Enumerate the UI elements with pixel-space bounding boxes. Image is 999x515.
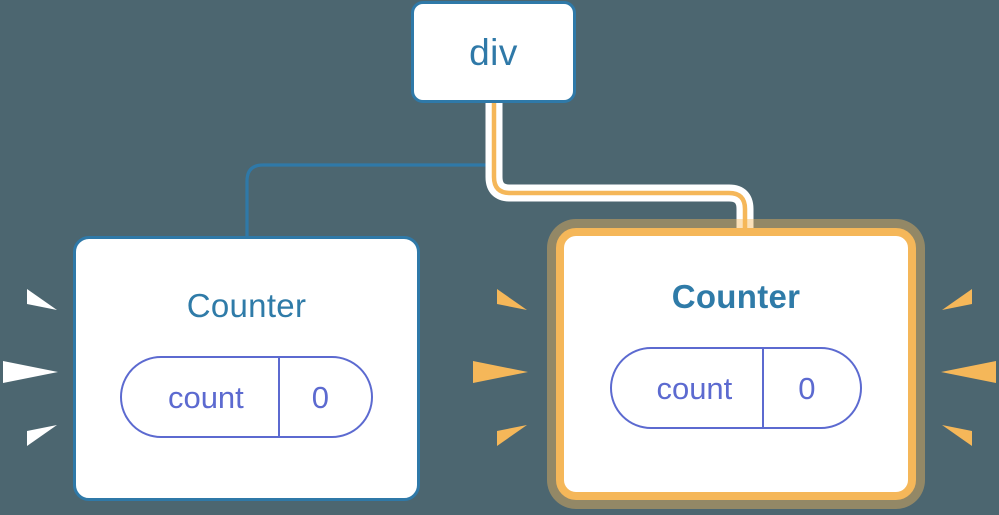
counter-right-state-key: count xyxy=(656,370,733,406)
counter-left-title: Counter xyxy=(186,287,307,324)
counter-left-state-value: 0 xyxy=(277,358,371,436)
counter-right-state-value: 0 xyxy=(762,349,859,427)
node-counter-left[interactable]: Counter count 0 xyxy=(73,236,420,501)
counter-left-state-pill[interactable]: count 0 xyxy=(119,356,374,438)
node-counter-right[interactable]: Counter count 0 xyxy=(556,228,916,500)
node-div-label: div xyxy=(469,31,518,73)
connector-div-to-counter-left xyxy=(245,101,496,240)
connector-div-to-counter-right xyxy=(491,100,748,240)
connector-div-to-counter-right-halo xyxy=(485,100,754,240)
counter-right-title: Counter xyxy=(671,278,801,315)
node-div[interactable]: div xyxy=(411,1,576,103)
counter-left-state-key: count xyxy=(167,379,244,415)
counter-right-state-pill[interactable]: count 0 xyxy=(610,347,862,429)
